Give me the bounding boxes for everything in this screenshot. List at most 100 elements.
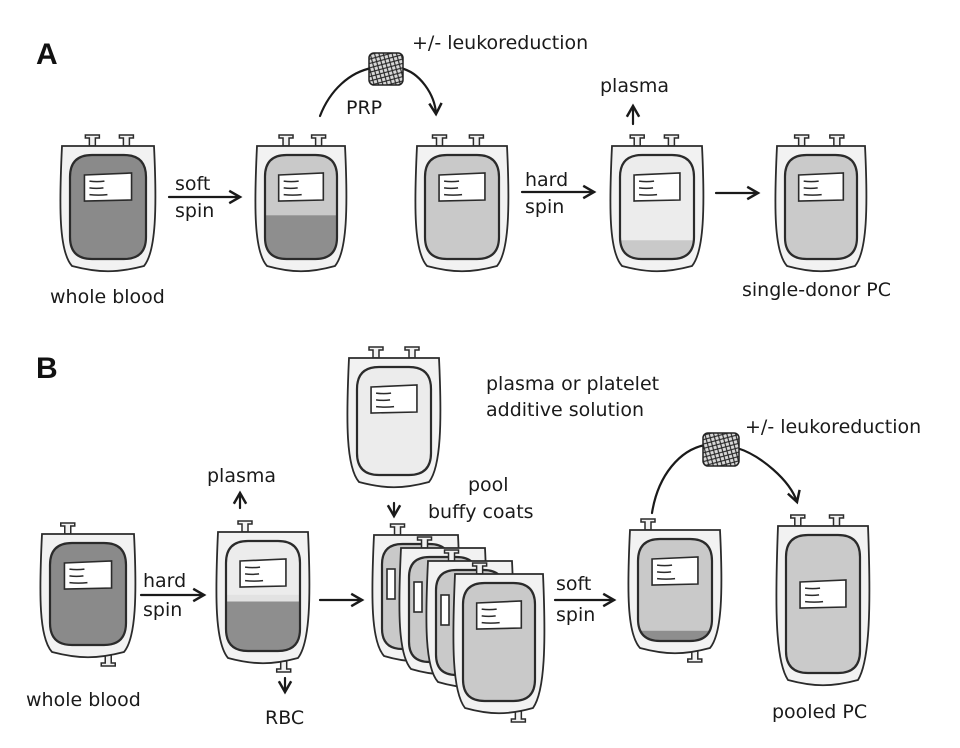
spun-pool-bag bbox=[627, 518, 723, 663]
bag-contents bbox=[226, 541, 300, 651]
bag-label-card bbox=[63, 560, 113, 590]
bag-label-line bbox=[69, 581, 88, 584]
bag-port bbox=[443, 549, 460, 562]
bag-contents bbox=[638, 539, 712, 641]
additive-label-line2: additive solution bbox=[486, 399, 644, 421]
bag-inner-outline bbox=[48, 541, 128, 647]
bag-label-card bbox=[277, 172, 325, 202]
bag-fill bbox=[357, 367, 431, 475]
bag-inner-outline bbox=[783, 153, 859, 261]
bag-label-line bbox=[481, 615, 496, 618]
bag-port bbox=[278, 134, 294, 147]
bag-inner-outline bbox=[224, 539, 302, 653]
bag-contents bbox=[785, 155, 857, 259]
whole-blood-bag bbox=[39, 522, 137, 667]
pool-label-line2: buffy coats bbox=[428, 501, 534, 523]
bag-label-line bbox=[656, 577, 676, 580]
bag-label-line bbox=[443, 187, 459, 190]
bag-inner-outline bbox=[263, 153, 339, 261]
bag-port bbox=[471, 562, 488, 575]
bag-fill bbox=[70, 155, 146, 259]
bag-label-line bbox=[803, 180, 819, 183]
bag-contents bbox=[620, 155, 694, 259]
step-label-top: hard bbox=[525, 169, 568, 191]
bag-label-line bbox=[244, 566, 261, 569]
plasma-label: plasma bbox=[207, 465, 276, 487]
bag-label-line bbox=[638, 187, 654, 190]
bag-label-line bbox=[375, 399, 391, 402]
bag-fill bbox=[425, 155, 499, 259]
bag-inner-outline bbox=[461, 581, 537, 703]
bag-port bbox=[640, 518, 656, 531]
bag-port bbox=[404, 346, 420, 359]
bag-port bbox=[663, 134, 680, 147]
leukoreduction-label: +/- leukoreduction bbox=[745, 416, 921, 438]
residual-cell-layer bbox=[638, 630, 712, 641]
bag-label-line bbox=[638, 193, 658, 196]
prp-bag bbox=[414, 134, 510, 273]
separated-bag bbox=[254, 134, 348, 273]
soft-spin-step: soft spin bbox=[167, 173, 243, 222]
bag-contents bbox=[70, 155, 146, 259]
bag-fill bbox=[463, 583, 535, 701]
bag-port bbox=[828, 514, 845, 527]
bag-label-line bbox=[656, 571, 672, 574]
step-label-top: hard bbox=[143, 570, 186, 592]
bag-fill bbox=[785, 155, 857, 259]
bag-label-card bbox=[413, 581, 423, 613]
bag-contents bbox=[357, 367, 431, 475]
bag-fill bbox=[638, 539, 712, 641]
bag-label-line bbox=[69, 575, 84, 578]
single-donor-pc-bag bbox=[774, 134, 868, 273]
bag-port bbox=[100, 654, 116, 667]
bag-port bbox=[275, 660, 292, 673]
bag-label-line bbox=[69, 568, 85, 571]
buffy-coat-layer bbox=[226, 594, 300, 602]
step-label-bottom: spin bbox=[175, 200, 214, 222]
plasma-removal: plasma bbox=[207, 465, 276, 510]
bag-label-line bbox=[803, 193, 822, 196]
bag-label-card bbox=[440, 594, 450, 626]
step-label-bottom: spin bbox=[556, 604, 595, 626]
bag-label-line bbox=[89, 193, 108, 196]
whole-blood-label: whole blood bbox=[50, 286, 165, 308]
bag-port bbox=[118, 134, 135, 147]
bag-port bbox=[416, 536, 433, 549]
separated-bag bbox=[215, 520, 311, 673]
bag-label-line bbox=[481, 608, 497, 611]
bag-inner-outline bbox=[423, 153, 501, 261]
platelet-pellet-layer bbox=[620, 240, 694, 259]
bag-inner-outline bbox=[618, 153, 696, 261]
step-label-top: soft bbox=[175, 173, 210, 195]
bag-port bbox=[431, 134, 448, 147]
buffy-coat-bag bbox=[452, 562, 546, 723]
plasma-label: plasma bbox=[600, 75, 669, 97]
rbc-layer bbox=[226, 601, 300, 651]
bag-label-line bbox=[375, 392, 392, 395]
prp-transfer: PRP +/- leukoreduction bbox=[318, 32, 588, 119]
bag-label-card bbox=[239, 558, 287, 588]
pooled-buffy-coat-stack bbox=[371, 523, 546, 723]
bag-label-line bbox=[244, 573, 260, 576]
bag-label-line bbox=[481, 621, 500, 624]
plasma-removal: plasma bbox=[600, 75, 669, 126]
bag-label-card bbox=[651, 556, 699, 586]
leukoreduction-filter-icon bbox=[368, 52, 404, 86]
bag-label-line bbox=[375, 405, 395, 408]
bag-port bbox=[687, 650, 703, 663]
bag-contents bbox=[425, 155, 499, 259]
panel-b-letter: B bbox=[36, 352, 58, 385]
whole-blood-bag bbox=[59, 134, 157, 273]
bag-label-line bbox=[804, 587, 821, 590]
bag-label-line bbox=[244, 579, 264, 582]
bag-label-line bbox=[443, 180, 460, 183]
step-label-bottom: spin bbox=[143, 599, 182, 621]
transfer-arc bbox=[318, 66, 374, 118]
arrow-down-icon bbox=[398, 66, 443, 117]
bag-label-line bbox=[283, 193, 302, 196]
additive-bag bbox=[346, 346, 442, 489]
panel-a-letter: A bbox=[36, 38, 58, 71]
bag-port bbox=[368, 346, 384, 359]
rbc-layer bbox=[265, 215, 337, 259]
bag-label-card bbox=[438, 172, 486, 202]
